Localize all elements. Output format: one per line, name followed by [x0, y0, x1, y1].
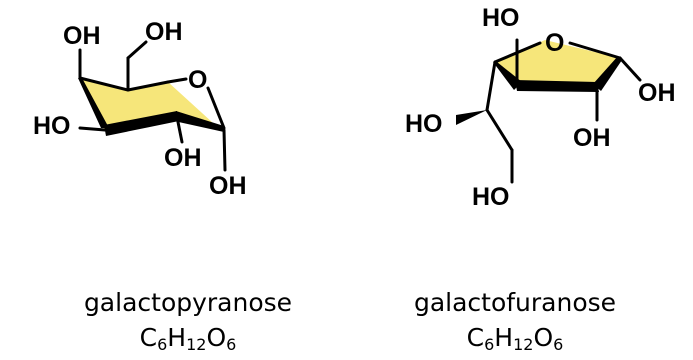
furanose-front-bond-c3-c2 [515, 80, 599, 92]
furanose-oh-c2-label: OH [573, 124, 611, 152]
pyranose-oh-c3-label: HO [33, 112, 71, 140]
pyranose-oh-c4-label: OH [63, 22, 101, 50]
pyranose-bond-o-c1 [206, 86, 226, 130]
pyranose-ch2oh-label: OH [145, 18, 183, 46]
formula-carbon: C [466, 323, 485, 352]
furanose-front-bond-c2-c1 [593, 56, 622, 91]
pyranose-bond-c6-oh [126, 40, 148, 60]
galactofuranose-structure: HO O OH OH HO HO [405, 4, 676, 211]
formula-hydrogen: H [167, 323, 187, 352]
furanose-ring-fill [495, 40, 620, 87]
formula-oxygen-count: 6 [553, 335, 564, 354]
formula-carbon-count: 6 [484, 335, 495, 354]
pyranose-ring-fill [80, 78, 213, 131]
furanose-bond-c1-oh [618, 56, 642, 82]
furanose-wedge-c5-oh [456, 110, 487, 125]
galactofuranose-formula: C6H12O6 [365, 323, 665, 353]
formula-oxygen: O [206, 323, 227, 352]
galactopyranose-formula: C6H12O6 [38, 323, 338, 353]
furanose-bond-c5-c6 [485, 108, 514, 152]
pyranose-oh-c2-label: OH [164, 144, 202, 172]
galactofuranose-caption: galactofuranose C6H12O6 [365, 288, 665, 353]
furanose-ring-oxygen-label: O [545, 29, 564, 57]
pyranose-front-bond-c3-c4 [78, 78, 109, 128]
galactopyranose-structure: OH OH O HO OH OH [33, 18, 247, 200]
galactopyranose-caption: galactopyranose C6H12O6 [38, 288, 338, 353]
furanose-oh-c4-label: HO [482, 4, 520, 32]
pyranose-bond-c2-oh [175, 115, 184, 144]
galactofuranose-name: galactofuranose [413, 288, 617, 317]
pyranose-oh-c1-label: OH [209, 172, 247, 200]
furanose-oh-c1-label: OH [638, 79, 676, 107]
formula-hydrogen-count: 12 [513, 335, 534, 354]
formula-hydrogen-count: 12 [186, 335, 207, 354]
furanose-bond-c4-c5 [485, 60, 497, 112]
galactopyranose-name: galactopyranose [83, 288, 293, 317]
pyranose-bond-c1-oh [222, 128, 227, 172]
formula-hydrogen: H [494, 323, 514, 352]
pyranose-bond-c5-o [166, 77, 188, 84]
formula-carbon-count: 6 [157, 335, 168, 354]
formula-oxygen-count: 6 [226, 335, 237, 354]
pyranose-bond-c3-oh [78, 126, 107, 132]
pyranose-front-bond-c1-c2 [174, 111, 224, 132]
pyranose-front-bond-c2-c3 [104, 111, 179, 136]
formula-oxygen: O [533, 323, 554, 352]
formula-carbon: C [139, 323, 158, 352]
furanose-bond-o-c1 [568, 41, 622, 60]
furanose-front-bond-c4-c3 [493, 62, 522, 90]
furanose-oh-c5-label: HO [405, 110, 443, 138]
furanose-oh-c6-label: HO [472, 183, 510, 211]
pyranose-ring-oxygen-label: O [188, 66, 207, 94]
